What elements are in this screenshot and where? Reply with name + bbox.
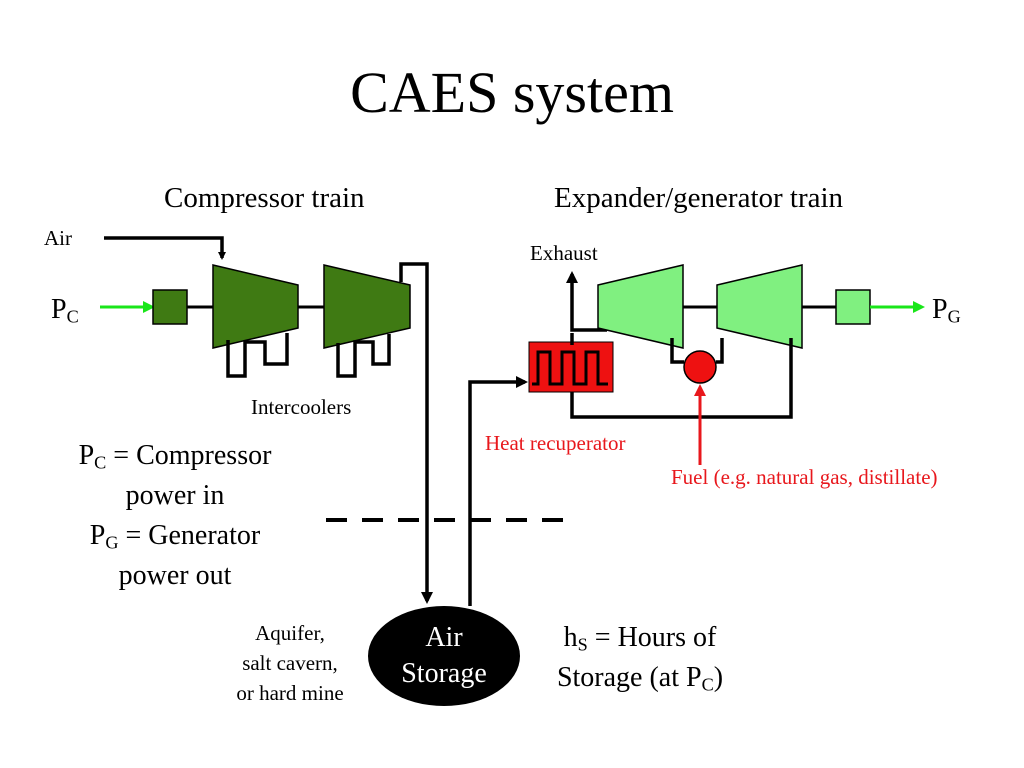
hours-of-storage-label: hS = Hours of Storage (at PC) <box>556 622 724 695</box>
motor-block <box>152 289 188 325</box>
intercooler-1 <box>226 333 289 378</box>
fuel-label: Fuel (e.g. natural gas, distillate) <box>671 465 938 489</box>
exhaust-arrow <box>566 271 607 332</box>
generator-block <box>835 289 871 325</box>
compressor-2 <box>323 264 411 349</box>
pg-label: PG <box>932 294 961 327</box>
expander1-combustor-pipe <box>670 338 684 364</box>
expander-train-label: Expander/generator train <box>554 182 844 214</box>
combustor-circle <box>683 350 717 384</box>
air-inlet-arrow <box>104 236 226 260</box>
air-storage-ellipse <box>368 606 520 706</box>
storage-types-label: Aquifer, salt cavern, or hard mine <box>236 621 344 705</box>
recuperator-coil <box>532 350 608 386</box>
intercoolers-label: Intercoolers <box>251 395 352 419</box>
pc-definition-line2: power in <box>125 480 225 511</box>
compressor-train-label: Compressor train <box>164 182 365 214</box>
pc-label: PC <box>51 294 79 327</box>
compressor-1 <box>212 264 299 349</box>
pg-definition-line1: PG = Generator <box>89 520 261 553</box>
hot-gas-return-pipe <box>570 338 793 419</box>
compressed-air-to-storage <box>399 262 433 604</box>
pg-definition-line2: power out <box>118 560 232 591</box>
air-label: Air <box>44 226 72 250</box>
air-storage-label: Air Storage <box>401 622 487 689</box>
heat-recuperator-label: Heat recuperator <box>485 431 626 455</box>
combustor-expander2-pipe <box>716 338 724 364</box>
definitions-block: PC = Compressor power in PG = Generator … <box>40 436 310 596</box>
expander-1 <box>597 264 684 349</box>
pc-definition-line1: PC = Compressor <box>78 440 272 473</box>
page-title: CAES system <box>350 60 674 125</box>
intercooler-2 <box>336 334 391 378</box>
expander-2 <box>716 264 803 349</box>
storage-to-recuperator <box>468 376 528 606</box>
exhaust-label: Exhaust <box>530 241 598 265</box>
